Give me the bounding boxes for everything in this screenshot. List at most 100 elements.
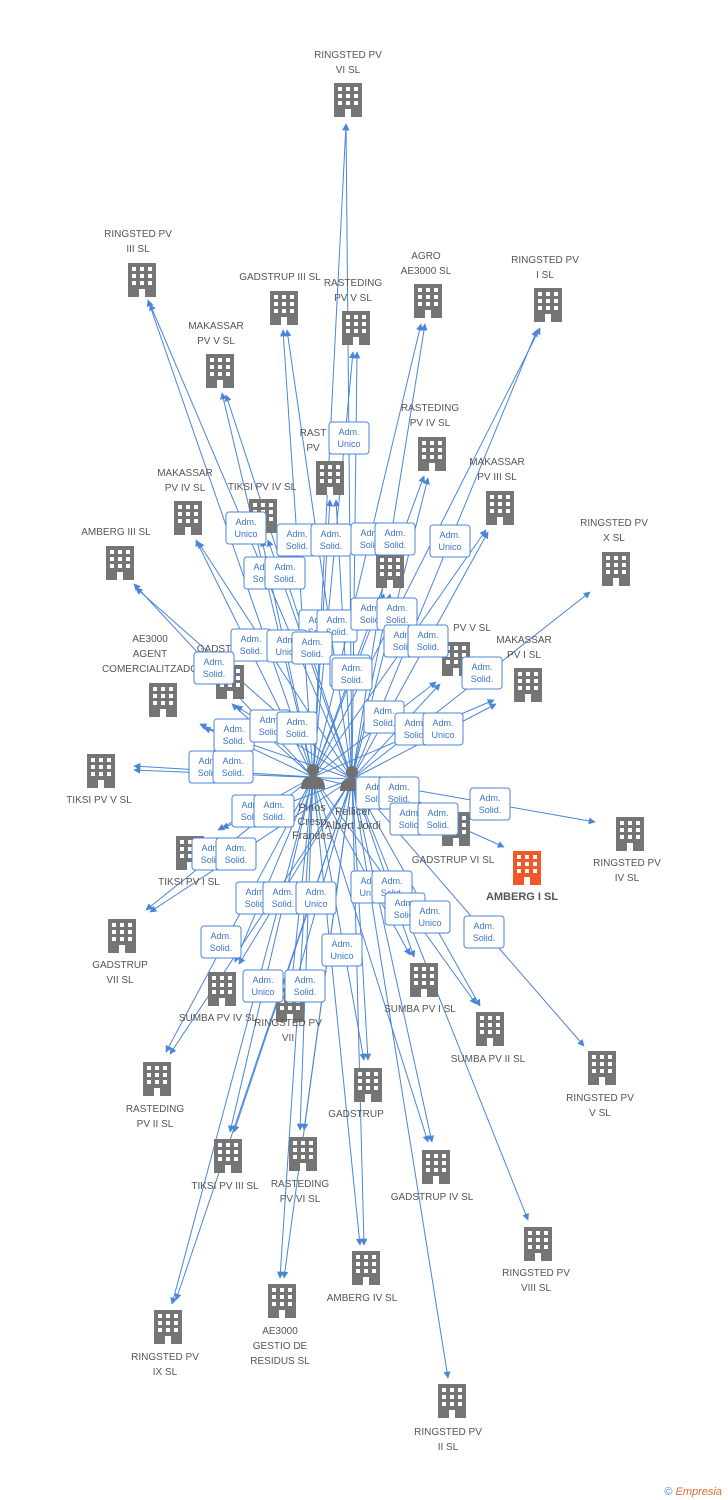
company-label: RINGSTED PV (502, 1268, 570, 1279)
company-node[interactable]: SUMBA PV I SL (384, 963, 456, 1015)
role-badge[interactable]: Adm.Solid. (264, 556, 306, 590)
company-label: GADST (197, 644, 231, 655)
building-icon (410, 963, 438, 997)
role-badge[interactable]: Adm.Solid. (331, 657, 373, 691)
badge-label: Solid. (201, 855, 224, 865)
company-node[interactable]: TIKSI PV V SL (66, 754, 132, 806)
role-badge[interactable]: Adm.Solid. (253, 794, 295, 828)
company-label: RINGSTED PV (580, 518, 648, 529)
role-badge[interactable]: Adm.Solid. (276, 711, 318, 745)
role-badge[interactable]: Adm.Solid. (376, 597, 418, 631)
footer-brand[interactable]: © Empresia (664, 1486, 722, 1498)
role-badge[interactable]: Adm.Unico (225, 511, 267, 545)
badge-label: Solid. (222, 768, 245, 778)
role-badge[interactable]: Adm.Solid. (363, 700, 405, 734)
role-badge[interactable]: Adm.Unico (422, 712, 464, 746)
badge-label: Adm. (235, 517, 256, 527)
badge-box (331, 657, 373, 691)
role-badge[interactable]: Adm.Unico (242, 969, 284, 1003)
role-badge[interactable]: Adm.Solid. (215, 837, 257, 871)
role-badge[interactable]: Adm.Solid. (212, 750, 254, 784)
edge-p2-c31 (351, 778, 372, 1061)
badge-label: Adm. (473, 921, 494, 931)
role-badge[interactable]: Adm.Solid. (291, 631, 333, 665)
role-badge[interactable]: Adm.Solid. (230, 628, 272, 662)
company-node[interactable]: SUMBA PV IV SL (179, 972, 258, 1024)
role-badge[interactable]: Adm.Solid. (284, 969, 326, 1003)
company-node[interactable]: AMBERG III SL (81, 527, 151, 580)
badge-label: Adm. (210, 931, 231, 941)
company-node[interactable]: TIKSI PV IV SL (228, 482, 297, 533)
role-badge[interactable]: Adm.Solid. (378, 776, 420, 810)
company-node[interactable]: RINGSTED PVX SL (580, 518, 648, 586)
role-badge[interactable]: Adm.Solid. (407, 624, 449, 658)
role-badge[interactable]: Adm.Unico (321, 933, 363, 967)
company-label: MAKASSAR (157, 468, 213, 479)
role-badge[interactable]: Adm.Solid. (200, 925, 242, 959)
company-node[interactable]: RINGSTED PVI SL (511, 255, 579, 322)
company-label: GADSTRUP IV SL (391, 1192, 474, 1203)
badge-label: Unico (275, 647, 298, 657)
building-icon (143, 1062, 171, 1096)
badge-label: Solid. (417, 642, 440, 652)
company-node[interactable]: GADSTRUP (328, 1068, 384, 1120)
role-badge[interactable]: Adm.Solid. (417, 802, 459, 836)
role-badge[interactable]: Adm.Unico (409, 900, 451, 934)
company-node[interactable]: TIKSI PV I SL (158, 836, 220, 888)
role-badge[interactable]: Adm.Solid. (276, 523, 318, 557)
badge-label: Adm. (301, 637, 322, 647)
company-node[interactable]: AMBERG IV SL (327, 1251, 398, 1304)
badge-label: Adm. (223, 724, 244, 734)
edge-p1-c04 (312, 351, 356, 778)
role-badge[interactable]: Adm.Unico (328, 421, 370, 455)
company-node[interactable]: RINGSTED PVV SL (566, 1051, 634, 1119)
company-label: AGENT (133, 649, 167, 660)
badge-label: Solid. (263, 812, 286, 822)
role-badge[interactable]: Adm.Unico (295, 881, 337, 915)
company-node[interactable]: PV V SL (442, 623, 491, 676)
role-badge[interactable]: Adm.Unico (429, 524, 471, 558)
company-node[interactable]: AMBERG I SL (486, 851, 558, 903)
company-node[interactable]: TIKSI PV III SL (191, 1139, 259, 1192)
badge-label: Adm. (399, 808, 420, 818)
role-badge[interactable]: Adm.Solid. (374, 522, 416, 556)
company-node[interactable]: GADST (197, 644, 244, 699)
company-label: AE3000 SL (401, 266, 452, 277)
role-badge[interactable]: Adm.Solid. (463, 915, 505, 949)
company-node[interactable]: GADSTRUP IV SL (391, 1150, 474, 1203)
role-badge[interactable]: Adm.Solid. (469, 787, 511, 821)
role-badge[interactable]: Adm.Solid. (310, 523, 352, 557)
role-badge[interactable]: Adm.Solid. (213, 718, 255, 752)
company-node[interactable]: SUMBA PV II SL (451, 1012, 526, 1065)
role-badge[interactable]: Adm.Solid. (193, 651, 235, 685)
company-label: VII (282, 1033, 294, 1044)
badge-box (253, 794, 295, 828)
company-node[interactable]: GADSTRUP VI SL (412, 812, 495, 866)
role-badge[interactable]: Adm.Solid. (461, 656, 503, 690)
building-icon (334, 83, 362, 117)
badge-label: Adm. (419, 906, 440, 916)
company-node[interactable]: GADSTRUP III SL (239, 272, 321, 325)
